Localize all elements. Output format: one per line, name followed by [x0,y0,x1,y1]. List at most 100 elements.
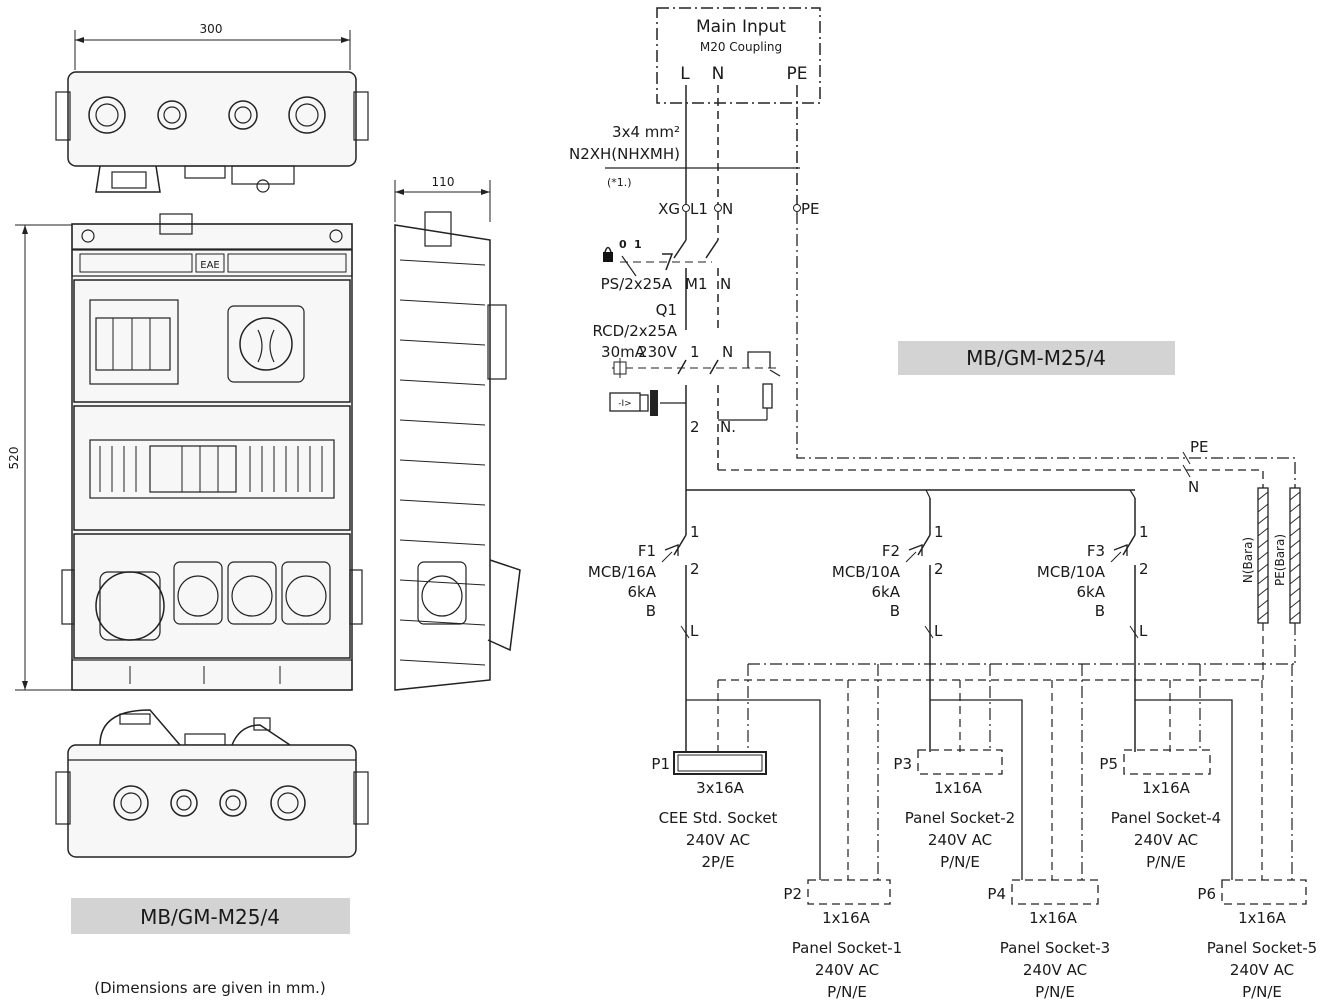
dimension-depth: 110 [394,175,491,222]
terminal-xg: XG [658,200,680,218]
p2-name: Panel Socket-1 [792,939,902,957]
p5-name: Panel Socket-4 [1111,809,1221,827]
p6-voltage: 240V AC [1230,961,1294,979]
model-label-left: MB/GM-M25/4 [140,905,280,929]
f2-l: L [934,622,943,640]
f3-id: F3 [1087,542,1105,560]
bus-pe: PE [1190,438,1209,456]
socket-p4: P4 1x16A Panel Socket-3 240V AC P/N/E [987,879,1110,1001]
f3-t2: 2 [1139,560,1149,578]
f1-ka: 6kA [628,583,657,601]
f2-t1: 1 [934,523,944,541]
top-view [55,71,369,193]
p4-poles: P/N/E [1035,983,1075,1001]
socket-p3: P3 1x16A Panel Socket-2 240V AC P/N/E [893,700,1015,871]
f3-curve: B [1095,602,1105,620]
p6-poles: P/N/E [1242,983,1282,1001]
input-l: L [680,64,690,84]
p6-id: P6 [1197,885,1216,903]
f3-ka: 6kA [1077,583,1106,601]
p2-rating: 1x16A [822,909,871,927]
f1-l: L [690,622,699,640]
socket-p5: P5 1x16A Panel Socket-4 240V AC P/N/E [1099,700,1221,871]
switch-name: PS/2x25A [601,275,673,293]
model-label-right: MB/GM-M25/4 [966,346,1106,370]
switch-n: N [720,275,731,293]
f1-curve: B [646,602,656,620]
socket-p6: P6 1x16A Panel Socket-5 240V AC P/N/E [1197,879,1317,1001]
rcd-t1: 1 [690,343,700,361]
f1-t2: 2 [690,560,700,578]
f1-type: MCB/16A [588,563,657,581]
input-pe: PE [787,64,808,84]
main-input-box [656,7,821,104]
p4-id: P4 [987,885,1006,903]
switch-pos-0: 0 [619,238,627,251]
p2-id: P2 [783,885,802,903]
p1-voltage: 240V AC [686,831,750,849]
rcd-rating-ma: 30mA [601,343,646,361]
schematic: Main Input M20 Coupling L N PE 3x4 mm² N… [569,7,1317,1001]
f1-t1: 1 [690,523,700,541]
p3-rating: 1x16A [934,779,983,797]
p3-id: P3 [893,755,912,773]
p4-name: Panel Socket-3 [1000,939,1110,957]
socket-p1: P1 3x16A CEE Std. Socket 240V AC 2P/E [651,700,778,871]
p5-id: P5 [1099,755,1118,773]
mechanical-drawing: 300 520 [7,22,521,997]
f2-ka: 6kA [872,583,901,601]
cable-type: N2XH(NHXMH) [569,145,680,163]
lock-icon [603,252,613,262]
f2-id: F2 [882,542,900,560]
p3-poles: P/N/E [940,853,980,871]
switch-m1: M1 [685,275,708,293]
input-n: N [712,64,725,84]
rcd-name: RCD/2x25A [592,322,677,340]
f2-type: MCB/10A [832,563,901,581]
p1-name: CEE Std. Socket [659,809,778,827]
p4-voltage: 240V AC [1023,961,1087,979]
dimension-height: 520 [7,224,72,691]
dim-width-label: 300 [200,22,223,36]
model-label-right-bg [898,341,1175,375]
socket-p2: P2 1x16A Panel Socket-1 240V AC P/N/E [783,879,902,1001]
p2-poles: P/N/E [827,983,867,1001]
rcd-tn2: N. [720,418,736,436]
p2-voltage: 240V AC [815,961,879,979]
dimension-width: 300 [74,22,351,70]
svg-text:-I>: -I> [618,399,631,409]
p5-voltage: 240V AC [1134,831,1198,849]
bottom-view [55,709,369,858]
dimensions-note: (Dimensions are given in mm.) [94,979,326,997]
p4-rating: 1x16A [1029,909,1078,927]
cable-size: 3x4 mm² [612,123,680,141]
front-view: EAE [61,213,363,691]
f3-type: MCB/10A [1037,563,1106,581]
n-bar-label: N(Bara) [1241,537,1255,583]
p5-rating: 1x16A [1142,779,1191,797]
rcd-rating-v: 230V [638,343,678,361]
rcd-t2: 2 [690,418,700,436]
dim-height-label: 520 [7,447,21,470]
p5-poles: P/N/E [1146,853,1186,871]
pe-bar-label: PE(Bara) [1273,534,1287,586]
terminal-n: N [722,200,733,218]
terminal-l1: L1 [690,200,708,218]
model-label-left-bg [71,898,350,934]
p6-name: Panel Socket-5 [1207,939,1317,957]
side-view [394,211,521,691]
f2-t2: 2 [934,560,944,578]
breaker-f2: 1 2 F2 MCB/10A 6kA B L [832,498,944,700]
bus-n: N [1188,478,1199,496]
f1-id: F1 [638,542,656,560]
p1-rating: 3x16A [696,779,745,797]
terminal-pe: PE [801,200,820,218]
main-input-title: Main Input [696,17,786,37]
f3-t1: 1 [1139,523,1149,541]
p1-poles: 2P/E [701,853,734,871]
dim-depth-label: 110 [432,175,455,189]
rcd-q1: Q1 [656,301,677,319]
switch-pos-1: 1 [634,238,642,251]
rcd-tn: N [722,343,733,361]
